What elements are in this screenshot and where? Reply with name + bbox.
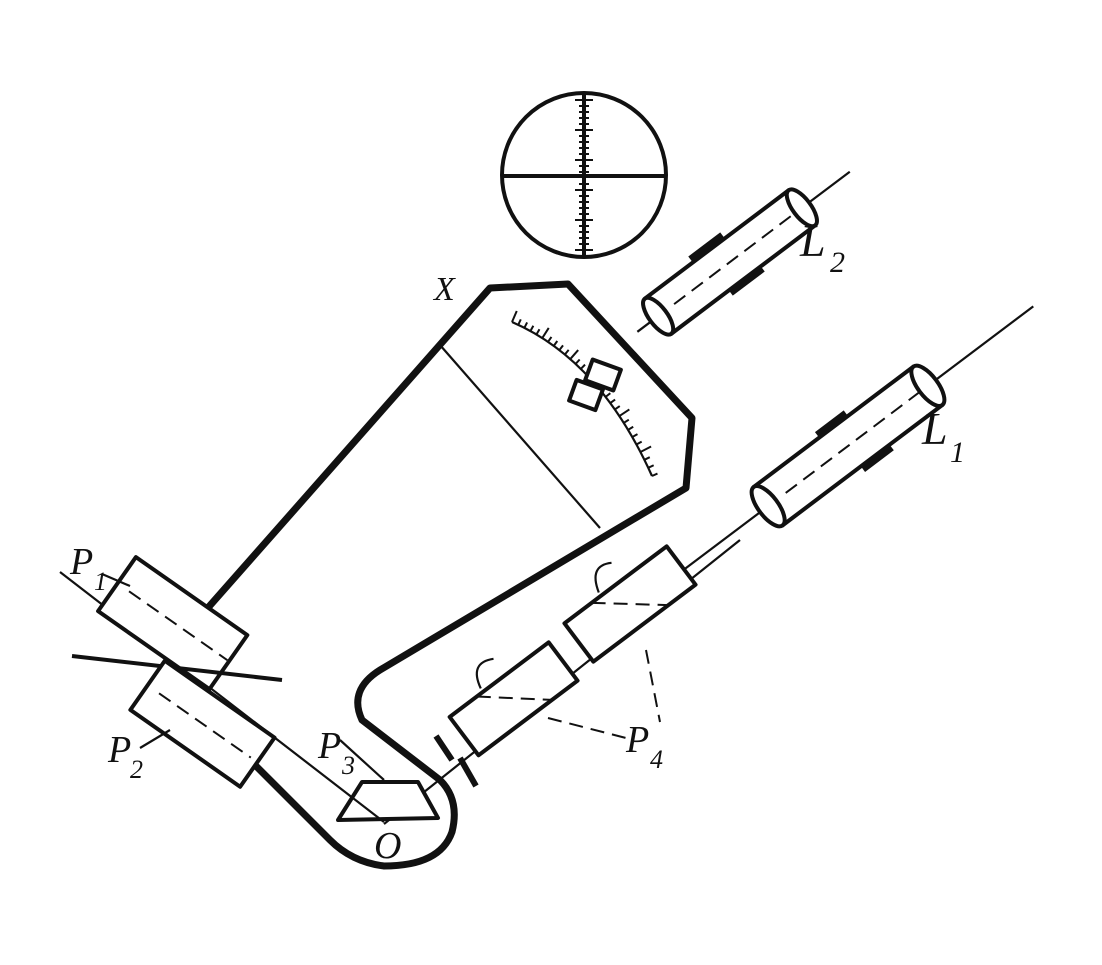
arc-tick (643, 456, 651, 461)
arc-tick (627, 425, 634, 431)
arc-tick (623, 418, 630, 424)
arc-tick (541, 327, 550, 339)
arc-tick (552, 340, 559, 347)
p1-leader (101, 572, 131, 588)
p4-upper-rotation-arrow (594, 561, 612, 593)
reticle-view (500, 91, 668, 259)
prism-p1 (96, 555, 250, 692)
p4-leader-upper (645, 649, 661, 723)
arc-tick (635, 440, 643, 446)
p4-leaders (547, 649, 661, 739)
p1-axis-dashed (128, 590, 228, 661)
p2-axis-dashed (158, 692, 252, 759)
l1-axis-dashed (785, 389, 923, 494)
l1-slide-mark-bottom (861, 445, 894, 472)
p4-upper-body (562, 544, 698, 664)
label-p4-sub: 4 (650, 745, 663, 774)
arc-tick (547, 336, 553, 343)
arc-tick (639, 445, 652, 453)
instrument-housing (202, 280, 696, 870)
label-l1-main: L (921, 403, 948, 454)
arc-tick (631, 433, 638, 438)
arc-tick (647, 464, 655, 469)
p3-leader (339, 739, 385, 781)
arc-tick (529, 325, 535, 332)
arc-tick (523, 322, 529, 329)
vernier-box-lower (567, 377, 605, 413)
label-p1-sub: 1 (94, 567, 107, 596)
label-p2-main: P (107, 729, 131, 771)
l2-axis-dashed (673, 211, 797, 305)
arc-tick (564, 349, 570, 356)
label-p4-main: P (625, 719, 649, 761)
arc-tick (651, 472, 658, 477)
arc-tick (535, 328, 541, 335)
label-p2-sub: 2 (130, 755, 143, 784)
slit-mark-1 (433, 734, 455, 762)
p4-upper-diagonal (591, 601, 669, 607)
housing-inner-edge (439, 344, 601, 529)
l2-eyepiece-end (641, 295, 676, 337)
l2-slide-mark-bottom (729, 267, 765, 296)
collimator-l1 (681, 305, 1034, 573)
telescope-l2 (636, 170, 851, 337)
vernier-box-upper (583, 357, 623, 393)
label-l1-sub: 1 (950, 436, 965, 469)
l1-front-end (749, 484, 787, 529)
prism-p3 (336, 739, 440, 822)
label-o: O (374, 825, 401, 867)
label-p1-main: P (69, 541, 93, 583)
p4-lower-rotation-arrow (475, 657, 494, 689)
arc-tick (609, 398, 616, 404)
prism-p4-lower (447, 640, 580, 758)
arc-tick (604, 392, 611, 398)
p4-leader-lower (547, 717, 627, 739)
arc-tick (558, 344, 564, 351)
arc-tick (618, 408, 630, 417)
arc-tick (511, 310, 518, 323)
label-l2-sub: 2 (830, 246, 845, 279)
reticle-scale (575, 99, 593, 251)
label-x: X (432, 271, 456, 308)
prism-p4-upper (562, 544, 698, 664)
arc-tick (569, 349, 579, 360)
arc-tick (574, 358, 581, 365)
p4-lower-diagonal (476, 695, 553, 701)
l2-objective-end (784, 187, 819, 229)
label-l2-main: L (799, 215, 826, 266)
slit-mark-2 (457, 756, 479, 788)
p2-leader (139, 729, 171, 749)
l1-slide-mark-top (814, 410, 848, 437)
label-p3-main: P (317, 725, 341, 767)
l2-slide-mark-top (688, 232, 725, 263)
p4-lower-body (447, 640, 580, 758)
arc-scale (511, 310, 658, 477)
label-p3-sub: 3 (341, 751, 355, 780)
prism-p2 (128, 658, 277, 789)
arc-tick (580, 363, 586, 370)
arc-tick (614, 405, 621, 411)
arc-tick (517, 318, 522, 326)
p3-body (336, 780, 440, 822)
